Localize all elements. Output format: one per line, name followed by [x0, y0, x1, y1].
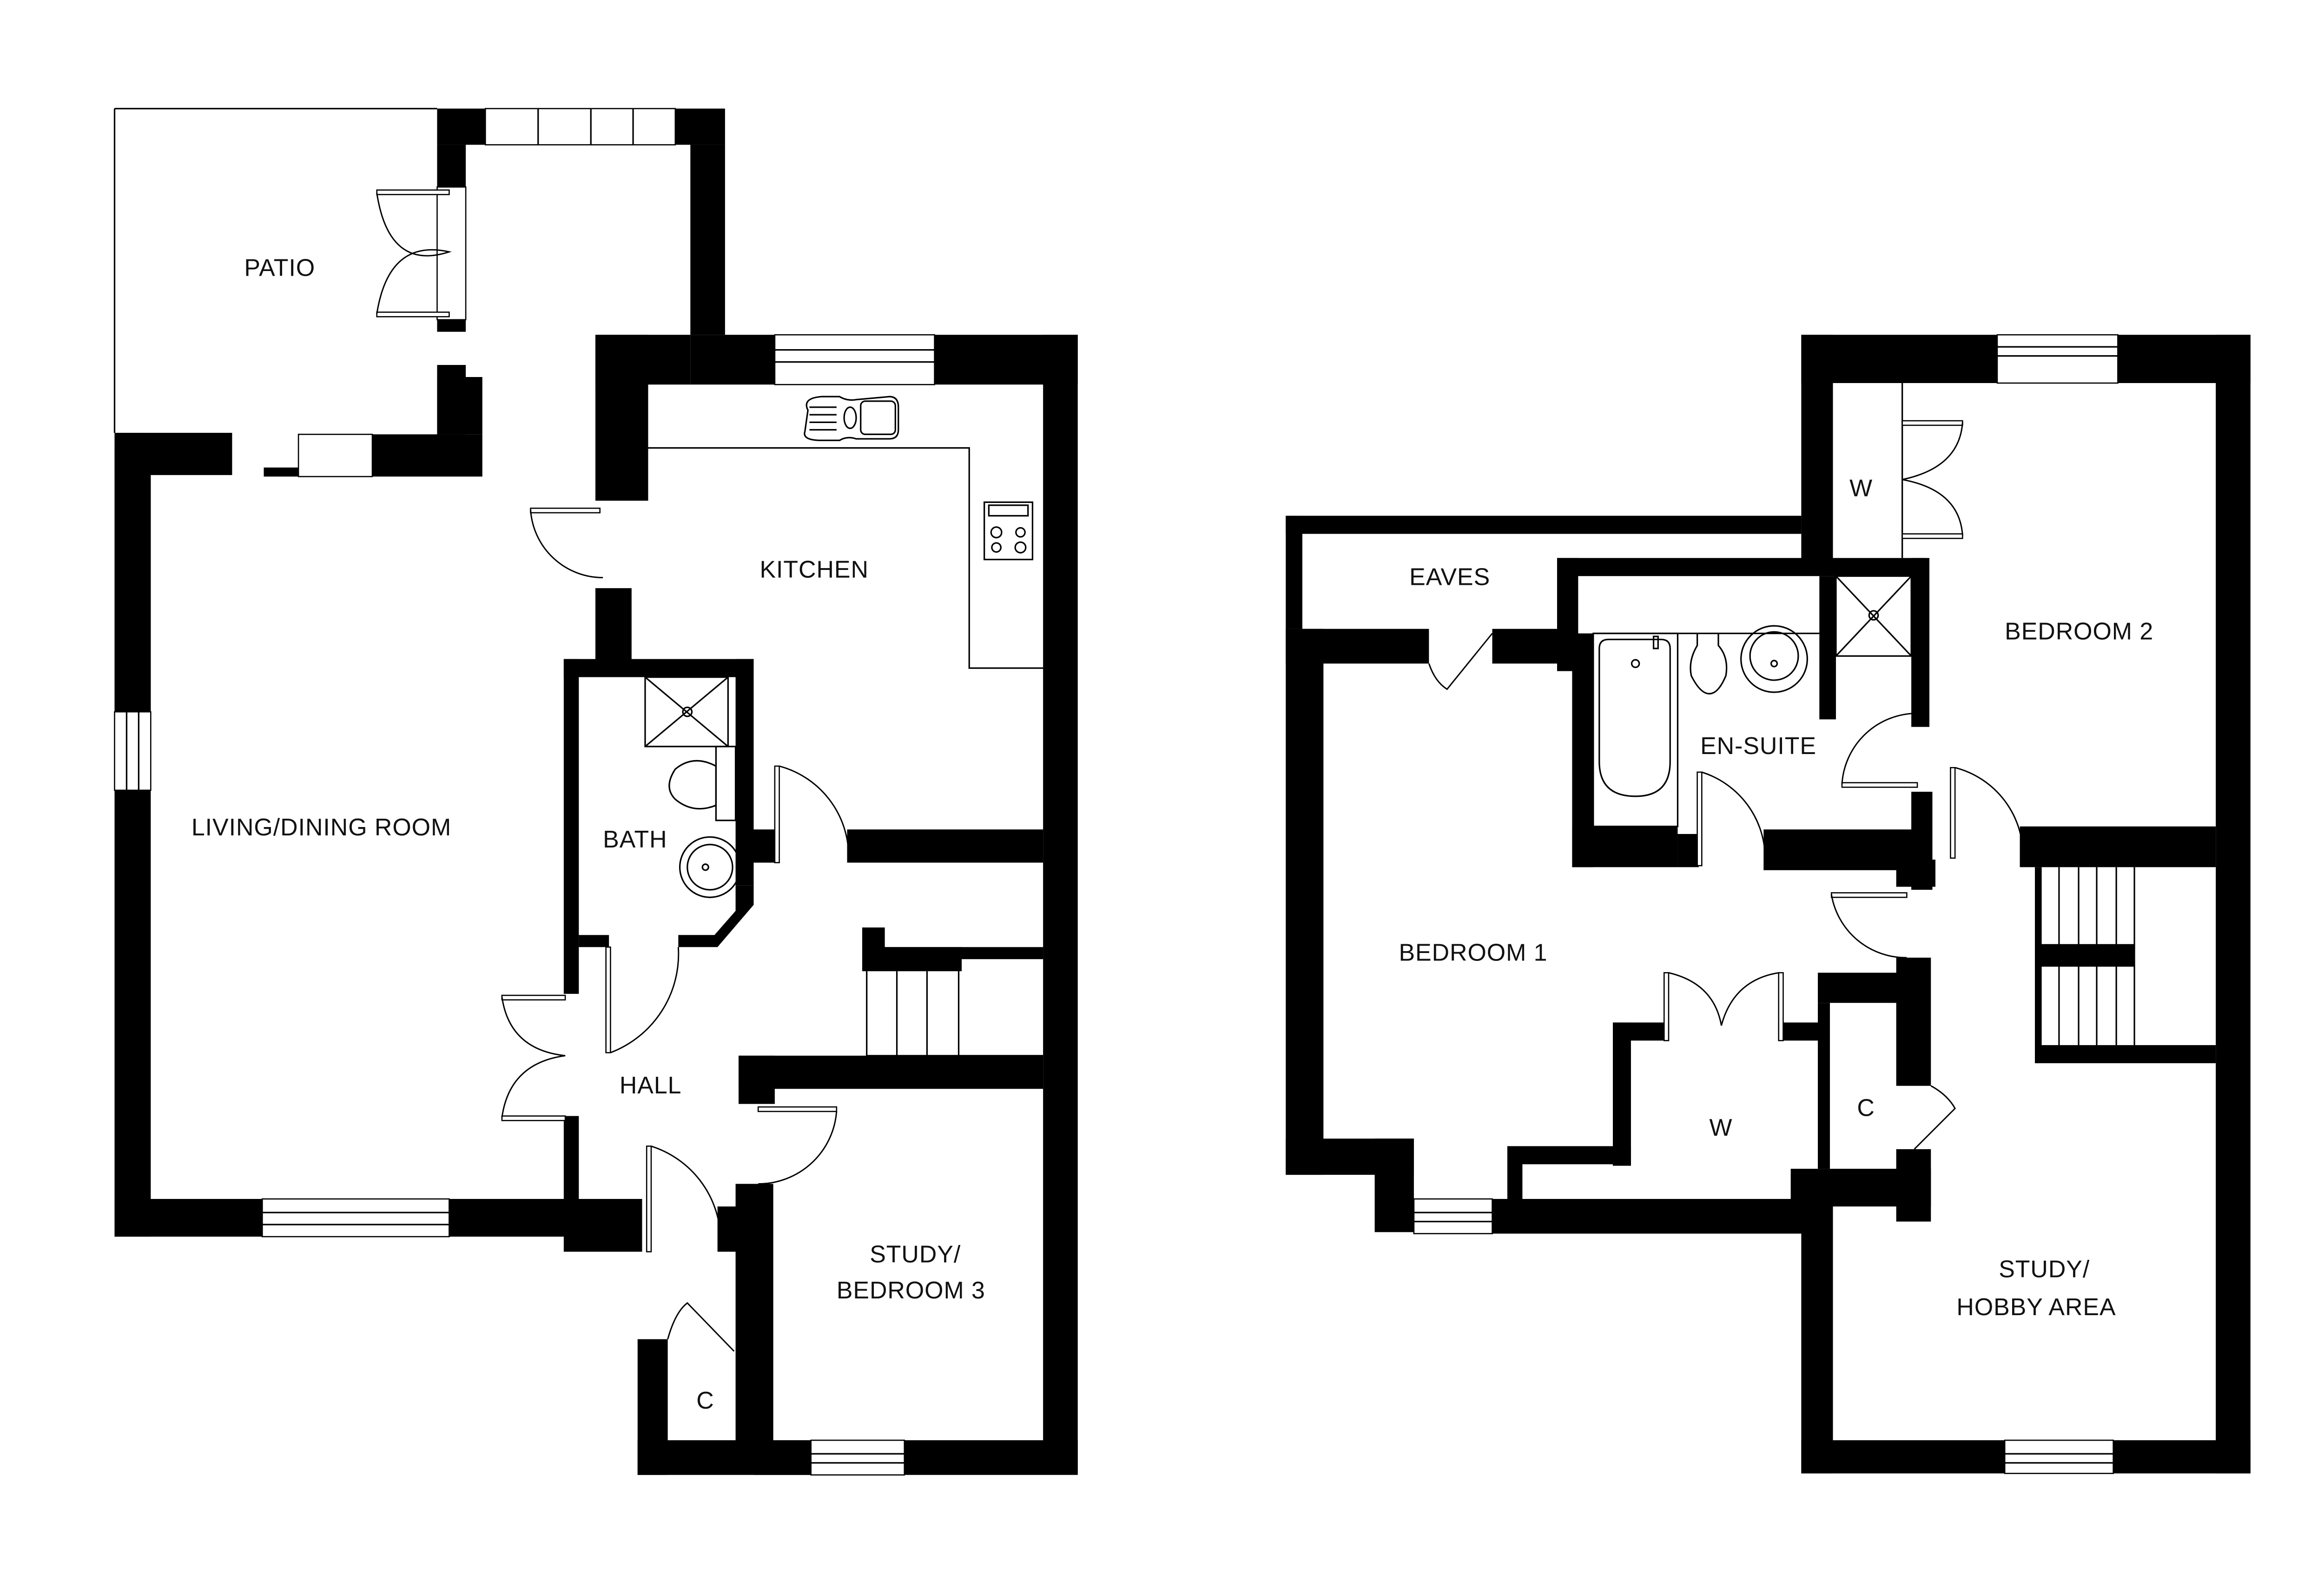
basin-icon: [1740, 625, 1808, 693]
room-label-living-dining: LIVING/DINING ROOM: [191, 814, 451, 841]
first-floor-labels: EAVES EN-SUITE BEDROOM 2 W BEDROOM 1 W C…: [1399, 474, 2153, 1320]
hob-icon: [984, 501, 1034, 561]
first-floor-windows: [1413, 334, 2119, 1474]
room-label-ensuite: EN-SUITE: [1700, 732, 1816, 759]
kitchen-window: [774, 334, 935, 385]
toilet-icon: [1690, 633, 1728, 695]
living-front-window: [261, 1198, 450, 1238]
hobby-window: [2004, 1439, 2114, 1474]
room-label-wardrobe1: W: [1710, 1114, 1733, 1141]
toilet-icon: [668, 746, 737, 821]
room-label-hobby-line2: HOBBY AREA: [1956, 1293, 2116, 1320]
ground-floor-labels: PATIO KITCHEN LIVING/DINING ROOM BATH HA…: [191, 254, 985, 1414]
patio-door-leaf: [376, 189, 450, 195]
room-label-hobby-line1: STUDY/: [1999, 1256, 2090, 1283]
patio-boundary: [113, 107, 676, 433]
first-floor-fixtures: [1592, 575, 2135, 1046]
room-label-wardrobe2: W: [1849, 474, 1873, 501]
ground-floor-walls: [114, 108, 1078, 1475]
patio-window: [297, 433, 373, 477]
first-floor-doors: [1428, 383, 2024, 1150]
room-label-eaves: EAVES: [1409, 563, 1490, 590]
ground-floor-fixtures: [644, 396, 1043, 1057]
room-label-bedroom2: BEDROOM 2: [2005, 617, 2153, 644]
room-label-bath: BATH: [603, 826, 667, 853]
room-label-kitchen: KITCHEN: [759, 556, 868, 582]
bedroom2-window: [1996, 334, 2119, 384]
room-label-cupboard: C: [696, 1387, 714, 1414]
room-label-patio: PATIO: [244, 254, 315, 281]
room-label-study-line2: BEDROOM 3: [837, 1277, 985, 1304]
patio-pergola: [484, 108, 676, 146]
basin-icon: [679, 836, 741, 898]
room-label-study-line1: STUDY/: [870, 1240, 961, 1267]
kitchen-door-leaf: [530, 507, 601, 514]
staircase-icon: [2040, 867, 2135, 1046]
room-label-cupboard: C: [1857, 1094, 1875, 1121]
first-floor-walls: [1286, 335, 2251, 1474]
room-label-bedroom1: BEDROOM 1: [1399, 939, 1547, 966]
shower-tray-icon: [1835, 575, 1912, 657]
shower-tray-icon: [644, 676, 729, 748]
sink-icon: [804, 396, 899, 441]
bathtub-icon: [1592, 632, 1679, 827]
ground-floor: PATIO KITCHEN LIVING/DINING ROOM BATH HA…: [113, 107, 1078, 1476]
bedroom1-window: [1413, 1198, 1493, 1234]
first-floor: EAVES EN-SUITE BEDROOM 2 W BEDROOM 1 W C…: [1286, 334, 2251, 1474]
kitchen-worktop: [648, 447, 1043, 669]
ground-floor-windows: [114, 186, 935, 1476]
staircase-icon: [866, 971, 1043, 1057]
study-window: [810, 1439, 905, 1476]
ground-floor-doors: [376, 189, 850, 1352]
room-label-hall: HALL: [620, 1072, 682, 1099]
living-side-window: [114, 711, 152, 791]
